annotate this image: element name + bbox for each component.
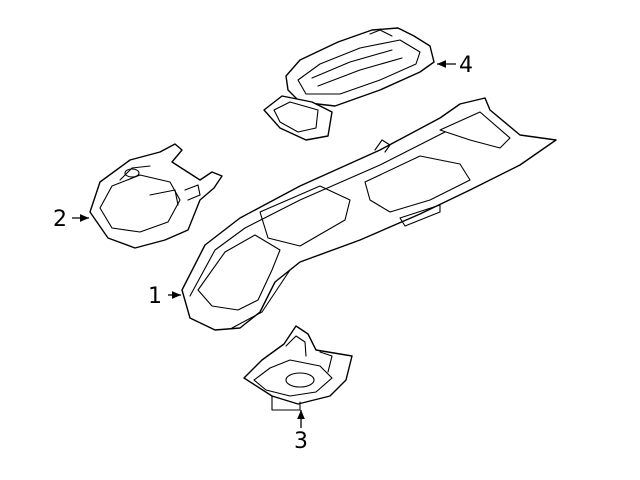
callout-3-label: 3 (294, 429, 308, 454)
callout-4-label: 4 (459, 53, 473, 78)
part-3-lower-bracket (243, 325, 353, 411)
callout-2-label: 2 (53, 207, 67, 232)
part-2-bracket (89, 143, 223, 249)
part-4-tray (263, 27, 435, 141)
part-1-center-console (181, 97, 557, 331)
callout-1-label: 1 (148, 284, 162, 309)
